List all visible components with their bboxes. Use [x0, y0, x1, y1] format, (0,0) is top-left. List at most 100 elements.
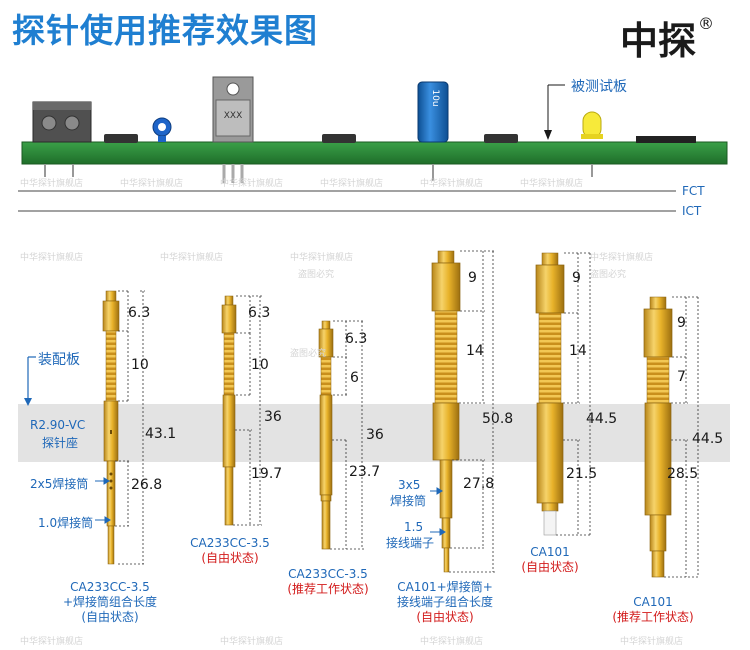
probe-1: [102, 290, 120, 565]
probe-6-caption: CA101 (推荐工作状态): [598, 595, 708, 625]
probe-3-dim-lower: 23.7: [349, 464, 381, 480]
watermark: 中华探针旗舰店: [220, 637, 284, 647]
watermark: 中华探针旗舰店: [20, 637, 84, 647]
probe-2-dim-lower: 19.7: [251, 466, 283, 482]
probe-5-dim-head: 9: [572, 270, 581, 286]
probe-3-dim-total: 36: [366, 427, 384, 443]
probe-1-dims: [115, 290, 145, 565]
mount-label: 装配板: [38, 352, 80, 368]
brand-name: 中探: [620, 19, 697, 63]
probe-4-dim-total: 50.8: [482, 411, 514, 427]
probe-4-side-label-2: 焊接筒: [390, 494, 427, 508]
probe-6-dim-total: 44.5: [692, 431, 724, 447]
probe-1-dim-total: 43.1: [145, 426, 177, 442]
watermark: 中华探针旗舰店: [290, 253, 354, 263]
probe-6-dim-spring: 7: [677, 369, 686, 385]
probe-1-dim-spring: 10: [131, 357, 149, 373]
probe-6-dims: [664, 296, 700, 578]
probe-1-side-label-2: 1.0焊接筒: [38, 516, 94, 530]
cap-text: 10u: [430, 89, 440, 106]
smd-part: [484, 134, 518, 143]
probe-4-side-label-1: 3x5: [398, 478, 421, 492]
probe-4-caption: CA101+焊接筒+ 接线端子组合长度 (自由状态): [385, 580, 505, 625]
probe-5-caption: CA101 (自由状态): [500, 545, 600, 575]
watermark: 中华探针旗舰店: [520, 179, 584, 189]
probe-4-side-label-3: 1.5: [404, 520, 424, 534]
page-title: 探针使用推荐效果图: [12, 11, 318, 50]
smd-part: [104, 134, 138, 143]
probe-4-dims: [449, 250, 495, 573]
watermark: 中华探针旗舰店: [420, 179, 484, 189]
probe-4-dim-spring: 14: [466, 343, 484, 359]
probe-3-dims: [330, 320, 365, 550]
probe-4-dim-lower: 27.8: [463, 476, 495, 492]
caption-status: (推荐工作状态): [612, 610, 694, 624]
pcb-board: [21, 141, 728, 165]
probe-1-dim-lower: 26.8: [131, 477, 163, 493]
probe-2-dims: [233, 295, 262, 526]
probe-5-dim-spring: 14: [569, 343, 587, 359]
caption-status: (自由状态): [416, 610, 474, 624]
ict-label: ICT: [682, 204, 702, 218]
assembly-plate-band: [18, 404, 730, 462]
caption-status: (推荐工作状态): [287, 582, 369, 596]
watermark: 中华探针旗舰店: [120, 179, 184, 189]
probe-2: [221, 295, 237, 526]
caption-line: CA233CC-3.5: [190, 536, 270, 550]
probe-2-dim-total: 36: [264, 409, 282, 425]
caption-status: (自由状态): [521, 560, 579, 574]
caption-line: CA101+焊接筒+: [397, 580, 493, 594]
fct-label: FCT: [682, 184, 705, 198]
probe-5: [535, 252, 565, 536]
probe-5-dim-lower: 21.5: [566, 466, 598, 482]
side-arrows: [95, 477, 446, 536]
socket-name: 探针座: [42, 436, 79, 450]
watermark-small: 盗图必究: [590, 270, 627, 280]
smd-part: [636, 136, 696, 143]
watermark: 中华探针旗舰店: [220, 179, 284, 189]
pcb-label: 被测试板: [571, 79, 627, 95]
capacitor: [417, 81, 449, 143]
probe-6: [643, 296, 673, 578]
caption-line: 接线端子组合长度: [396, 595, 493, 609]
probe-1-caption: CA233CC-3.5 +焊接筒组合长度 (自由状态): [60, 580, 160, 625]
probe-3: [318, 320, 334, 550]
brand-logo: 中探®: [620, 10, 714, 65]
watermark: 中华探针旗舰店: [20, 179, 84, 189]
probe-3-dim-head: 6.3: [345, 331, 368, 347]
watermark-small: 盗图必究: [290, 349, 327, 359]
probe-3-dim-spring: 6: [350, 370, 359, 386]
watermark: 中华探针旗舰店: [160, 253, 224, 263]
smd-part: [322, 134, 356, 143]
watermark-small: 盗图必究: [298, 270, 335, 280]
chip-text: XXX: [224, 111, 243, 121]
probe-4: [431, 250, 461, 573]
caption-status: (自由状态): [201, 551, 259, 565]
probe-6-dim-lower: 28.5: [667, 466, 699, 482]
caption-line: CA101: [530, 545, 570, 559]
probe-4-dim-head: 9: [468, 270, 477, 286]
caption-line: CA233CC-3.5: [288, 567, 368, 581]
socket-model: R2.90-VC: [30, 418, 86, 432]
watermark: 中华探针旗舰店: [320, 179, 384, 189]
probe-2-dim-spring: 10: [251, 357, 269, 373]
probe-6-dim-head: 9: [677, 315, 686, 331]
probe-1-dim-head: 6.3: [128, 305, 151, 321]
probe-2-dim-head: 6.3: [248, 305, 271, 321]
caption-line: CA101: [633, 595, 673, 609]
watermark: 中华探针旗舰店: [20, 253, 84, 263]
probe-5-dims: [556, 252, 592, 536]
caption-line: +焊接筒组合长度: [62, 595, 158, 609]
watermark: 中华探针旗舰店: [420, 637, 484, 647]
probe-2-caption: CA233CC-3.5 (自由状态): [180, 536, 280, 566]
registered-mark: ®: [698, 14, 715, 33]
watermark: 中华探针旗舰店: [620, 637, 684, 647]
caption-line: CA233CC-3.5: [70, 580, 150, 594]
probe-4-side-label-4: 接线端子: [386, 536, 435, 550]
probe-5-dim-total: 44.5: [586, 411, 618, 427]
probe-1-side-label-1: 2x5焊接筒: [30, 477, 89, 491]
probe-3-caption: CA233CC-3.5 (推荐工作状态): [278, 567, 378, 597]
watermark: 中华探针旗舰店: [590, 253, 654, 263]
caption-status: (自由状态): [81, 610, 139, 624]
